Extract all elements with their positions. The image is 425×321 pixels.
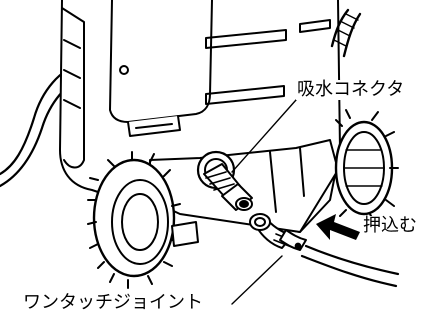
left-wheel: [87, 151, 181, 289]
panel-foot-line: [135, 123, 173, 129]
side-rib-2: [63, 69, 81, 79]
leader-line-joint: [231, 255, 283, 305]
panel-screw: [119, 65, 129, 75]
base-step-2: [299, 147, 305, 197]
left-foot: [171, 221, 199, 247]
vent-slot-2: [205, 85, 285, 105]
high-pressure-hose: [330, 8, 362, 58]
hose-ribbing: [333, 13, 359, 47]
water-intake-connector-label: 吸水コネクタ: [296, 79, 406, 100]
push-arrow: [316, 214, 360, 240]
side-rib-panel: [61, 7, 85, 169]
side-rib-3: [63, 99, 81, 109]
one-touch-joint-label: ワンタッチジョイント: [22, 292, 204, 313]
vent-slot-3: [299, 19, 331, 33]
garden-hose: [300, 244, 400, 288]
leader-line-intake: [231, 99, 297, 173]
base-step: [269, 151, 277, 213]
one-touch-joint: [249, 213, 307, 251]
right-wheel: [334, 109, 399, 223]
push-in-label: 押込む: [362, 215, 418, 236]
water-intake-connector: [196, 150, 253, 211]
side-rib-1: [63, 39, 81, 49]
vent-slot-1: [205, 29, 287, 49]
